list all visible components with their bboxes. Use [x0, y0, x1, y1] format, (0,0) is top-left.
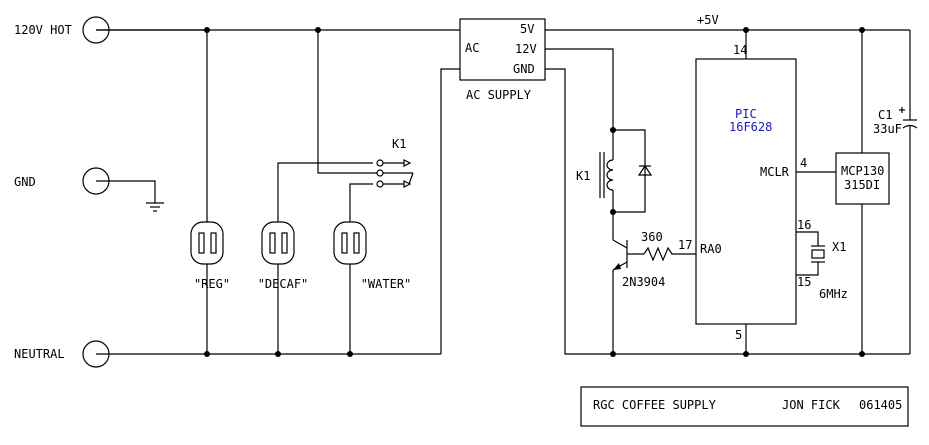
pic-ra0: RA0	[700, 242, 722, 256]
pic-mclr: MCLR	[760, 165, 790, 179]
supervisor-line2: 315DI	[844, 178, 880, 192]
pic-pin-15: 15	[797, 275, 811, 289]
plus5-label: +5V	[697, 13, 719, 27]
title-block-date: 061405	[859, 398, 902, 412]
pic-pin-5: 5	[735, 328, 742, 342]
terminal-hot-label: 120V HOT	[14, 23, 72, 37]
terminal-gnd-label: GND	[14, 175, 36, 189]
outlet-reg-label: "REG"	[194, 277, 230, 291]
transistor-2n3904	[612, 212, 644, 354]
crystal-ref: X1	[832, 240, 846, 254]
title-block	[580, 386, 909, 427]
pic-pin-16: 16	[797, 218, 811, 232]
ac-supply-12v-pin: 12V	[515, 42, 537, 56]
flyback-diode	[637, 162, 653, 178]
title-block-title: RGC COFFEE SUPPLY	[593, 398, 717, 412]
ac-supply-5v-pin: 5V	[520, 22, 534, 36]
transistor-part-label: 2N3904	[622, 275, 665, 289]
capacitor-value: 33uF	[873, 122, 902, 136]
terminal-neutral-label: NEUTRAL	[14, 347, 65, 361]
ground-rail	[545, 68, 910, 357]
resistor-value-label: 360	[641, 230, 663, 244]
supervisor-line1: MCP130	[841, 164, 884, 178]
ac-supply-in-pin: AC	[465, 41, 479, 55]
terminal-gnd	[82, 167, 164, 212]
hot-bus	[96, 27, 460, 33]
pic-name: PIC	[735, 107, 757, 121]
outlet-reg	[190, 30, 224, 354]
capacitor-ref: C1	[878, 108, 892, 122]
outlet-water-label: "WATER"	[361, 277, 412, 291]
pic-pin-17: 17	[678, 238, 692, 252]
outlet-decaf-label: "DECAF"	[258, 277, 309, 291]
pic-pin-4: 4	[800, 156, 807, 170]
base-resistor	[643, 246, 696, 262]
pic-part: 16F628	[729, 120, 772, 134]
ac-supply-caption: AC SUPPLY	[466, 88, 532, 102]
relay-coil-label: K1	[576, 169, 590, 183]
pic-pin-14: 14	[733, 43, 747, 57]
outlet-decaf	[261, 162, 373, 354]
pic-chip	[695, 58, 797, 325]
neutral-bus	[96, 68, 460, 357]
relay-contacts	[317, 30, 414, 188]
outlet-water	[333, 183, 373, 354]
supervisor-chip	[835, 30, 890, 354]
plus5-rail	[545, 27, 910, 59]
relay-coil	[545, 48, 646, 215]
capacitor-c1	[899, 30, 918, 354]
ac-supply-gnd-pin: GND	[513, 62, 535, 76]
crystal-x1	[796, 231, 825, 276]
crystal-freq: 6MHz	[819, 287, 848, 301]
relay-switch-label: K1	[392, 137, 406, 151]
title-block-author: JON FICK	[782, 398, 841, 412]
